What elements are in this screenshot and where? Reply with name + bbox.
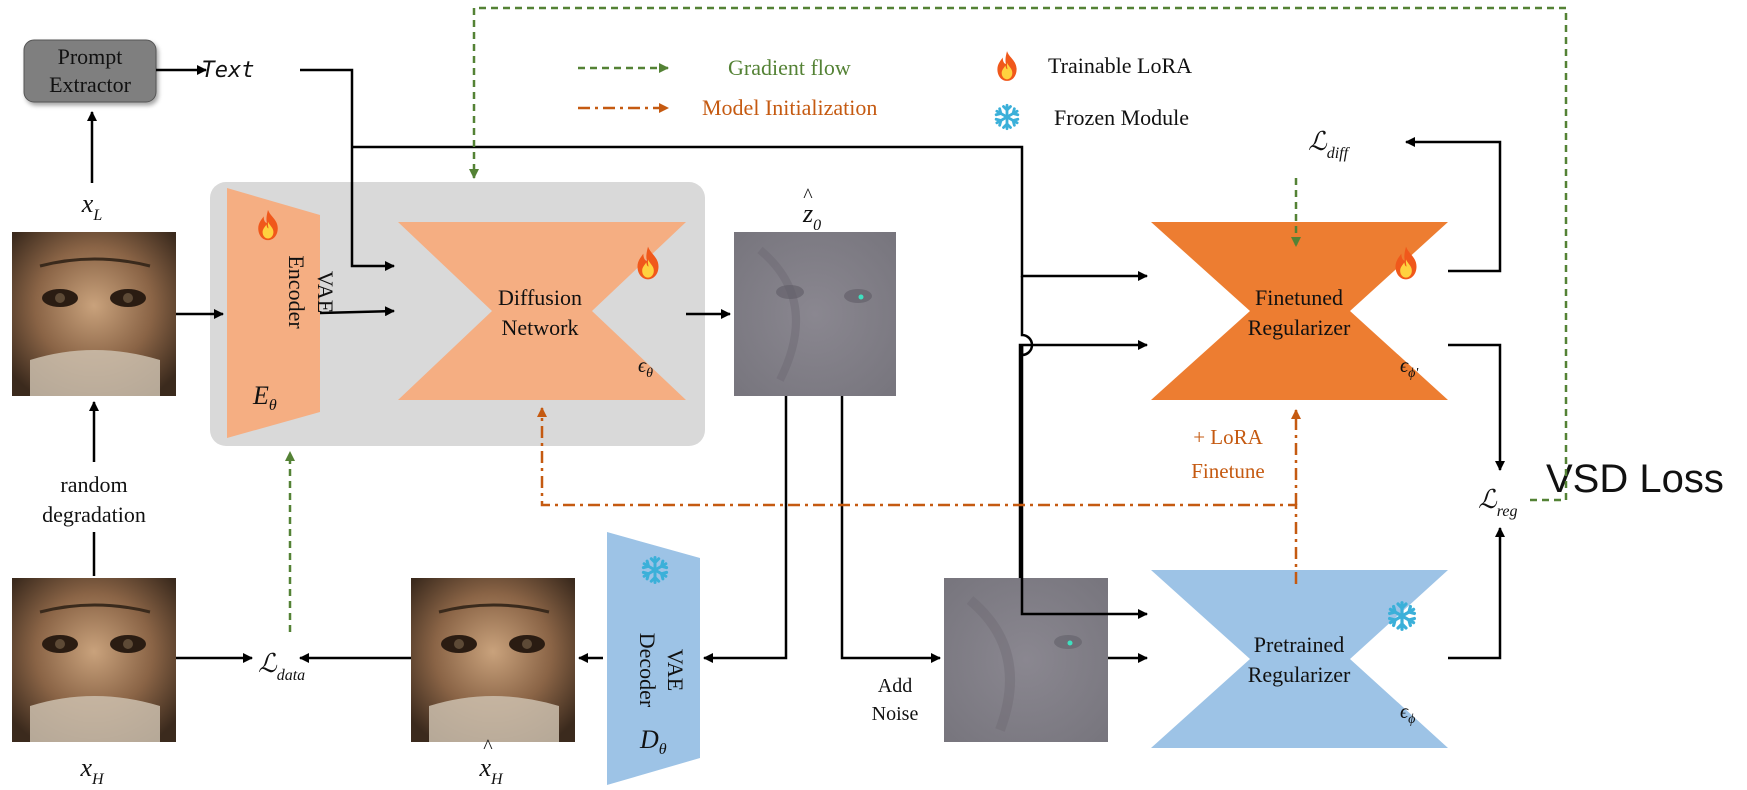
vae-decoder-label-1: VAE — [663, 649, 688, 691]
model-init-connections — [537, 407, 1301, 584]
vae-encoder-block: VAE Encoder Eθ — [227, 188, 338, 438]
arrow-finetuned-to-Lreg — [1448, 343, 1505, 471]
vsd-loss-label: VSD Loss — [1546, 457, 1724, 501]
arrow-z0-to-decoder — [703, 396, 788, 663]
arrow-encoder-to-diffusion — [319, 306, 395, 317]
forward-connections — [87, 65, 1505, 663]
finetuned-hourglass-shape — [1151, 222, 1448, 400]
lora-finetune-label-1: + LoRA — [1193, 425, 1263, 449]
vae-decoder-block: VAE Decoder Dθ — [607, 532, 700, 785]
pretrained-label-2: Regularizer — [1248, 662, 1351, 687]
diffusion-symbol: ϵθ — [638, 355, 653, 381]
random-degradation-label-1: random — [60, 472, 127, 497]
add-noise-label-1: Add — [878, 675, 912, 697]
low-quality-input-image — [12, 232, 176, 396]
L-data-label: ℒdata — [258, 649, 305, 684]
high-quality-input-image — [12, 578, 176, 742]
arrow-pretrained-init-to-diffusion — [537, 407, 1298, 584]
arrow-vsd-gradient-to-diffusion — [469, 6, 1568, 502]
legend-snowflake-icon — [994, 103, 1020, 131]
arrow-text-to-pretrained — [1020, 345, 1148, 619]
predicted-latent-image — [734, 232, 896, 396]
vae-encoder-symbol: Eθ — [252, 381, 277, 414]
x-H-label: xH — [79, 753, 105, 788]
legend: Gradient flow Model Initialization Train… — [578, 51, 1192, 131]
finetuned-label-2: Regularizer — [1248, 315, 1351, 340]
diffusion-label-2: Network — [502, 315, 579, 340]
prompt-extractor-label-1: Prompt — [58, 44, 123, 69]
text-token-label: Text — [202, 58, 255, 83]
x-H-hat-accent: ^ — [483, 736, 493, 758]
random-degradation-label-2: degradation — [42, 502, 146, 527]
arrow-finetuned-to-Ldiff — [1405, 137, 1502, 273]
vae-encoder-label-1: VAE — [313, 271, 338, 313]
L-diff-label: ℒdiff — [1308, 127, 1351, 162]
add-noise-label-2: Noise — [872, 703, 919, 725]
lora-finetune-label-2: Finetune — [1191, 459, 1265, 483]
vae-encoder-label-2: Encoder — [284, 255, 309, 329]
restored-output-image — [411, 578, 575, 742]
legend-flame-icon — [997, 51, 1017, 81]
vae-decoder-label-2: Decoder — [635, 633, 660, 708]
arrow-text-to-finetuned — [352, 145, 1148, 281]
legend-frozen-label: Frozen Module — [1054, 105, 1189, 130]
L-reg-label: ℒreg — [1478, 485, 1517, 520]
finetuned-label-1: Finetuned — [1255, 285, 1343, 310]
legend-model-init-label: Model Initialization — [702, 95, 877, 120]
arrow-text-to-diffusion — [300, 68, 395, 271]
finetuned-symbol: ϵϕ' — [1400, 355, 1419, 381]
pretrained-label-1: Pretrained — [1254, 632, 1344, 657]
arrow-noisy-to-finetuned — [1018, 340, 1148, 578]
z0-hat-accent: ^ — [803, 185, 813, 207]
diffusion-network-block: Diffusion Network ϵθ — [398, 222, 686, 400]
diffusion-hourglass-shape — [398, 222, 686, 400]
prompt-extractor-label-2: Extractor — [49, 72, 132, 97]
line-text-hop — [1020, 276, 1034, 357]
finetuned-regularizer-block: Finetuned Regularizer ϵϕ' — [1151, 222, 1448, 400]
vae-decoder-symbol: Dθ — [639, 725, 667, 758]
legend-gradient-flow-label: Gradient flow — [728, 55, 851, 80]
prompt-extractor-box: Prompt Extractor — [23, 39, 157, 103]
legend-trainable-label: Trainable LoRA — [1048, 53, 1192, 78]
pretrained-symbol: ϵϕ — [1400, 701, 1415, 727]
x-H-hat-label: xH — [478, 753, 504, 788]
gradient-flow-connections — [285, 6, 1568, 632]
z0-hat-label: z0 — [802, 199, 821, 234]
diffusion-label-1: Diffusion — [498, 285, 582, 310]
noisy-latent-image — [944, 578, 1108, 742]
x-L-label: xL — [81, 189, 103, 224]
arrow-pretrained-to-Lreg — [1448, 527, 1505, 660]
pretrained-hourglass-shape — [1151, 570, 1448, 748]
pretrained-regularizer-block: Pretrained Regularizer ϵϕ — [1151, 570, 1448, 748]
arrow-z0-to-noise — [840, 396, 941, 663]
